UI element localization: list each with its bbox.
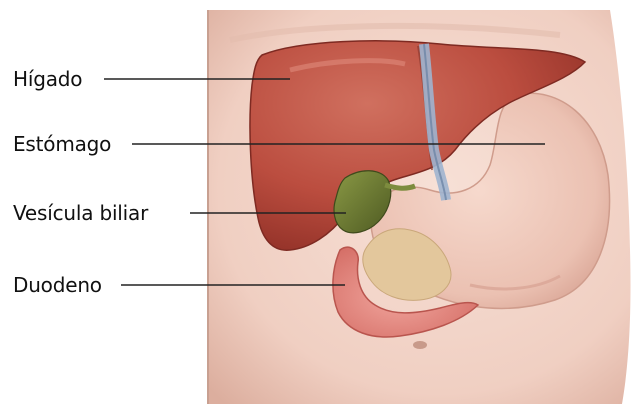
stomach-label: Estómago	[13, 134, 111, 154]
gallbladder-label: Vesícula biliar	[13, 203, 148, 223]
liver-label: Hígado	[13, 69, 82, 89]
duodenum-label: Duodeno	[13, 275, 102, 295]
navel	[413, 341, 427, 349]
cystic-duct	[385, 185, 415, 188]
